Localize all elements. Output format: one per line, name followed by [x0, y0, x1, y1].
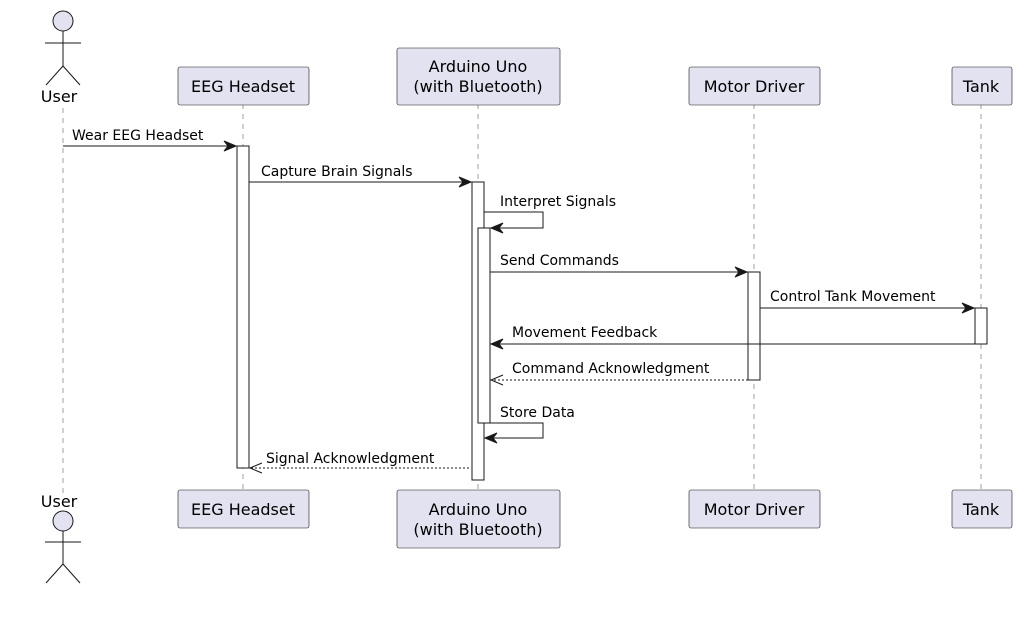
actor-user-top: User — [41, 10, 81, 106]
actor-user-label-bottom: User — [41, 492, 78, 511]
message-label: Capture Brain Signals — [261, 164, 413, 180]
participant-tank-top: Tank — [951, 66, 1013, 106]
activation-motor — [747, 271, 761, 381]
actor-user-bottom: User — [41, 492, 81, 584]
participant-motor-label-bottom: Motor Driver — [704, 500, 805, 519]
participant-arduino-label2-top: (with Bluetooth) — [413, 77, 542, 96]
message-label: Store Data — [500, 405, 575, 421]
message-label: Interpret Signals — [500, 194, 616, 210]
participant-arduino-label1-top: Arduino Uno — [429, 57, 528, 76]
message-capture-brain-signals: Capture Brain Signals — [249, 164, 473, 188]
activation-tank — [974, 307, 988, 345]
participant-tank-label-top: Tank — [962, 77, 1000, 96]
activation-eeg — [236, 145, 250, 469]
message-store-data: Store Data — [483, 405, 575, 444]
message-command-acknowledgment: Command Acknowledgment — [489, 361, 748, 386]
actor-user-label-top: User — [41, 87, 78, 106]
participant-eeg-label-bottom: EEG Headset — [191, 500, 295, 519]
message-label: Control Tank Movement — [770, 289, 936, 305]
message-interpret-signals: Interpret Signals — [484, 194, 616, 234]
message-send-commands: Send Commands — [490, 253, 749, 278]
message-label: Wear EEG Headset — [72, 128, 204, 144]
participant-arduino-bottom: Arduino Uno (with Bluetooth) — [396, 489, 561, 549]
message-movement-feedback: Movement Feedback — [489, 325, 975, 350]
participant-arduino-label1-bottom: Arduino Uno — [429, 500, 528, 519]
participant-eeg-bottom: EEG Headset — [177, 489, 310, 529]
message-wear-eeg-headset: Wear EEG Headset — [63, 128, 238, 152]
participant-eeg-label-top: EEG Headset — [191, 77, 295, 96]
message-control-tank-movement: Control Tank Movement — [760, 289, 976, 314]
participant-eeg-top: EEG Headset — [177, 66, 310, 106]
message-signal-acknowledgment: Signal Acknowledgment — [248, 451, 469, 474]
message-label: Movement Feedback — [512, 325, 658, 341]
participant-motor-top: Motor Driver — [688, 66, 821, 106]
message-label: Command Acknowledgment — [512, 361, 710, 377]
message-label: Signal Acknowledgment — [266, 451, 435, 467]
participant-arduino-top: Arduino Uno (with Bluetooth) — [396, 47, 561, 106]
participant-motor-label-top: Motor Driver — [704, 77, 805, 96]
participant-motor-bottom: Motor Driver — [688, 489, 821, 529]
activation-arduino-inner — [477, 227, 491, 424]
participant-tank-bottom: Tank — [951, 489, 1013, 529]
message-label: Send Commands — [500, 253, 619, 269]
participant-arduino-label2-bottom: (with Bluetooth) — [413, 520, 542, 539]
participant-tank-label-bottom: Tank — [962, 500, 1000, 519]
